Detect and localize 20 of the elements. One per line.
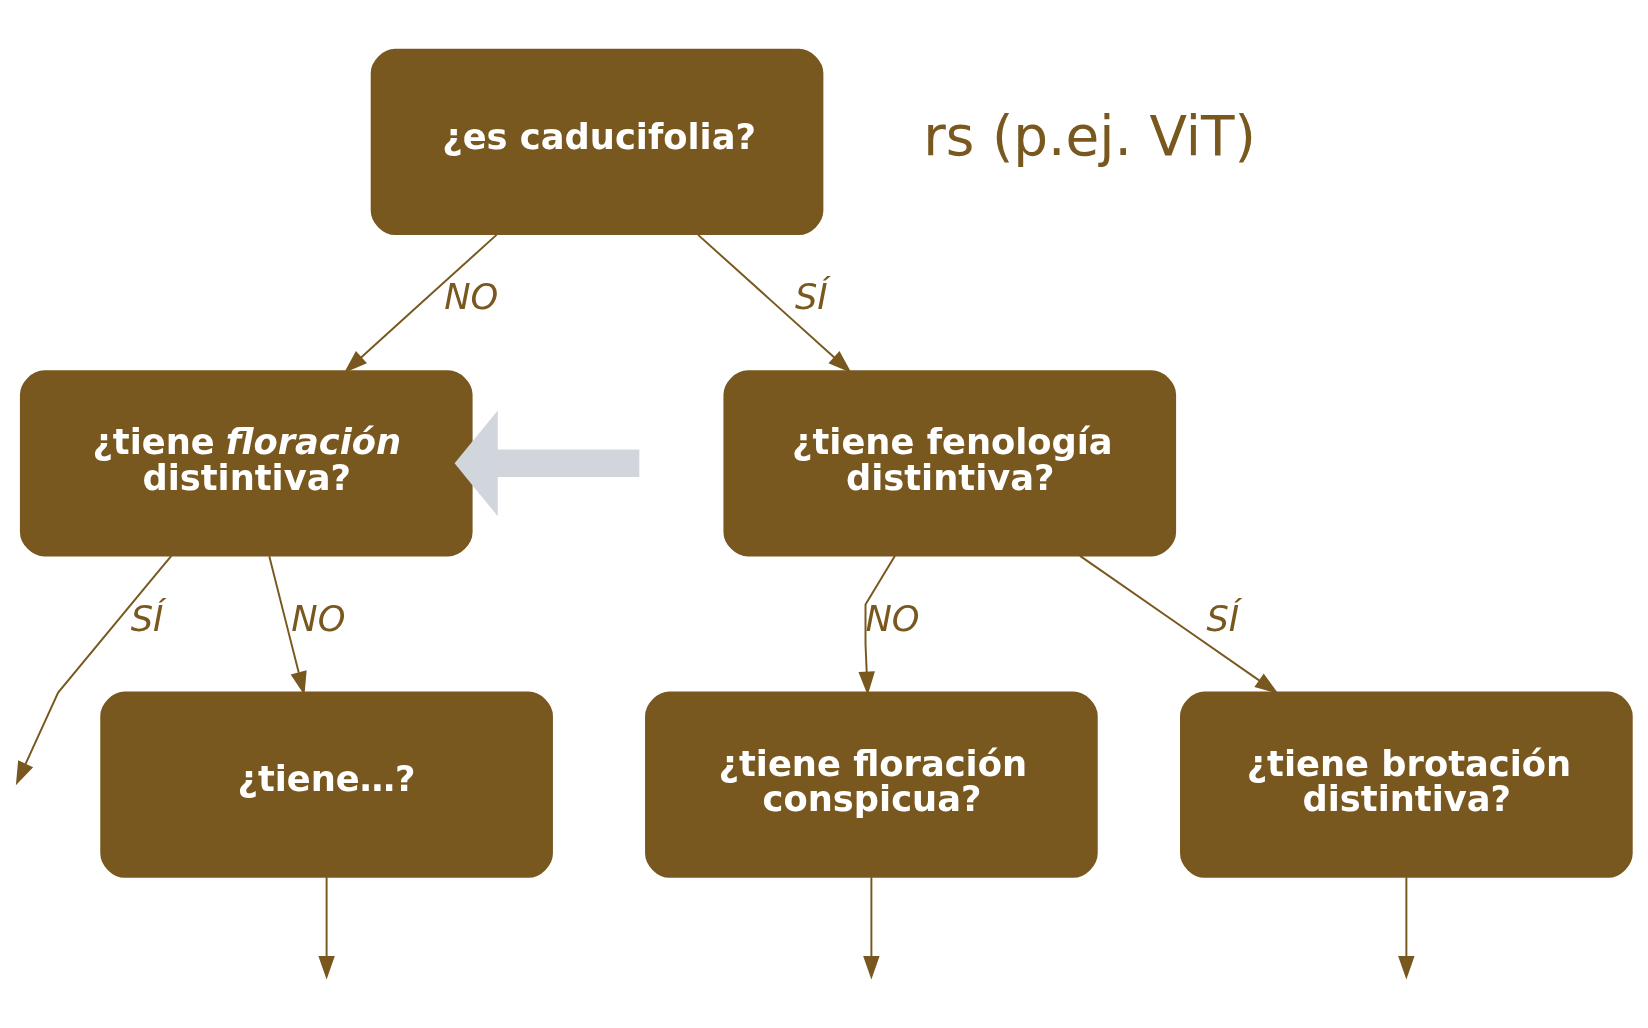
node-box: ¿es caducifolia? [370,48,824,236]
arrow [15,554,173,786]
edge-label: NO [865,597,920,639]
arrow [454,410,640,517]
arrow [863,876,880,980]
arrow [1398,876,1415,980]
node-box: ¿tiene brotación distintiva? [1180,691,1633,878]
arrow [1079,554,1279,694]
node-box: ¿tiene floración distintiva? [19,370,473,557]
label: rs (p.ej. ViT) [923,104,1256,169]
edge-label: SÍ [130,597,164,639]
arrow [318,876,335,980]
edge-label: NO [291,597,346,639]
edge-label: SÍ [1206,597,1240,639]
arrow [697,233,852,373]
edge-label: NO [444,276,499,318]
node-box: ¿tiene…? [100,691,553,878]
node-box: ¿tiene fenología distintiva? [723,370,1177,557]
arrow [343,233,498,373]
node-box: ¿tiene floración conspicua? [645,691,1098,878]
